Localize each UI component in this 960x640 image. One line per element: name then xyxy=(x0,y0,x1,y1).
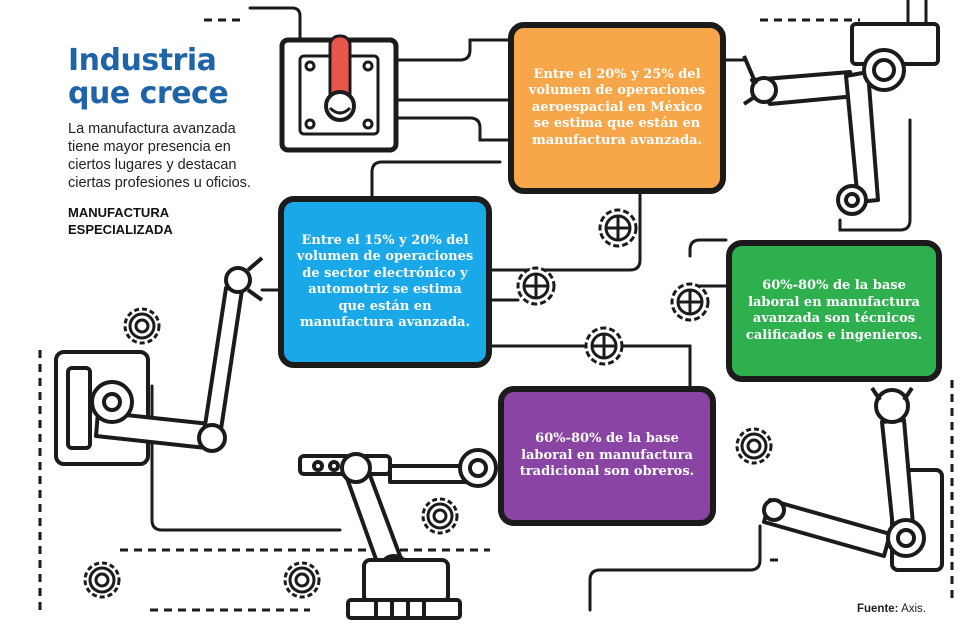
advanced-workforce-card-text: 60%-80% de la base laboral en manufactur… xyxy=(745,278,923,343)
source-value: Axis. xyxy=(901,603,926,615)
gear-icon xyxy=(516,266,556,306)
robot-arm-icon xyxy=(54,256,264,466)
advanced-workforce-card: 60%-80% de la base laboral en manufactur… xyxy=(726,240,942,382)
gear-icon xyxy=(670,282,710,322)
aerospace-card-text: Entre el 20% y 25% del volumen de operac… xyxy=(528,66,706,148)
gear-icon xyxy=(598,208,638,248)
section-label-line-2: ESPECIALIZADA xyxy=(68,222,173,237)
gear-icon xyxy=(735,427,773,465)
section-label-line-1: MANUFACTURA xyxy=(68,205,170,220)
robot-arm-icon xyxy=(762,386,944,572)
title-line-1: Industria xyxy=(68,43,217,78)
aerospace-card: Entre el 20% y 25% del volumen de operac… xyxy=(508,22,726,194)
electronics-card: Entre el 15% y 20% del volumen de operac… xyxy=(278,196,492,368)
gear-icon xyxy=(83,561,121,599)
gear-icon xyxy=(123,307,161,345)
electronics-card-text: Entre el 15% y 20% del volumen de operac… xyxy=(296,232,474,331)
robot-arm-icon xyxy=(298,448,498,620)
intro-description: La manufactura avanzada tiene mayor pres… xyxy=(68,121,251,191)
traditional-workforce-card: 60%-80% de la base laboral en manufactur… xyxy=(498,386,716,526)
gear-icon xyxy=(584,326,624,366)
page-title: Industria que crece xyxy=(68,44,258,110)
gear-icon xyxy=(283,561,321,599)
gear-icon xyxy=(421,497,459,535)
intro-block: Industria que crece La manufactura avanz… xyxy=(68,44,258,238)
source-label: Fuente: xyxy=(856,603,899,615)
source-credit: Fuente: Axis. xyxy=(857,603,926,615)
robot-arm-icon xyxy=(742,22,940,216)
dashed-lines xyxy=(38,18,954,612)
traditional-workforce-card-text: 60%-80% de la base laboral en manufactur… xyxy=(519,431,695,480)
title-line-2: que crece xyxy=(68,76,229,111)
lever-icon xyxy=(279,34,399,153)
section-label: MANUFACTURA ESPECIALIZADA xyxy=(68,204,258,238)
